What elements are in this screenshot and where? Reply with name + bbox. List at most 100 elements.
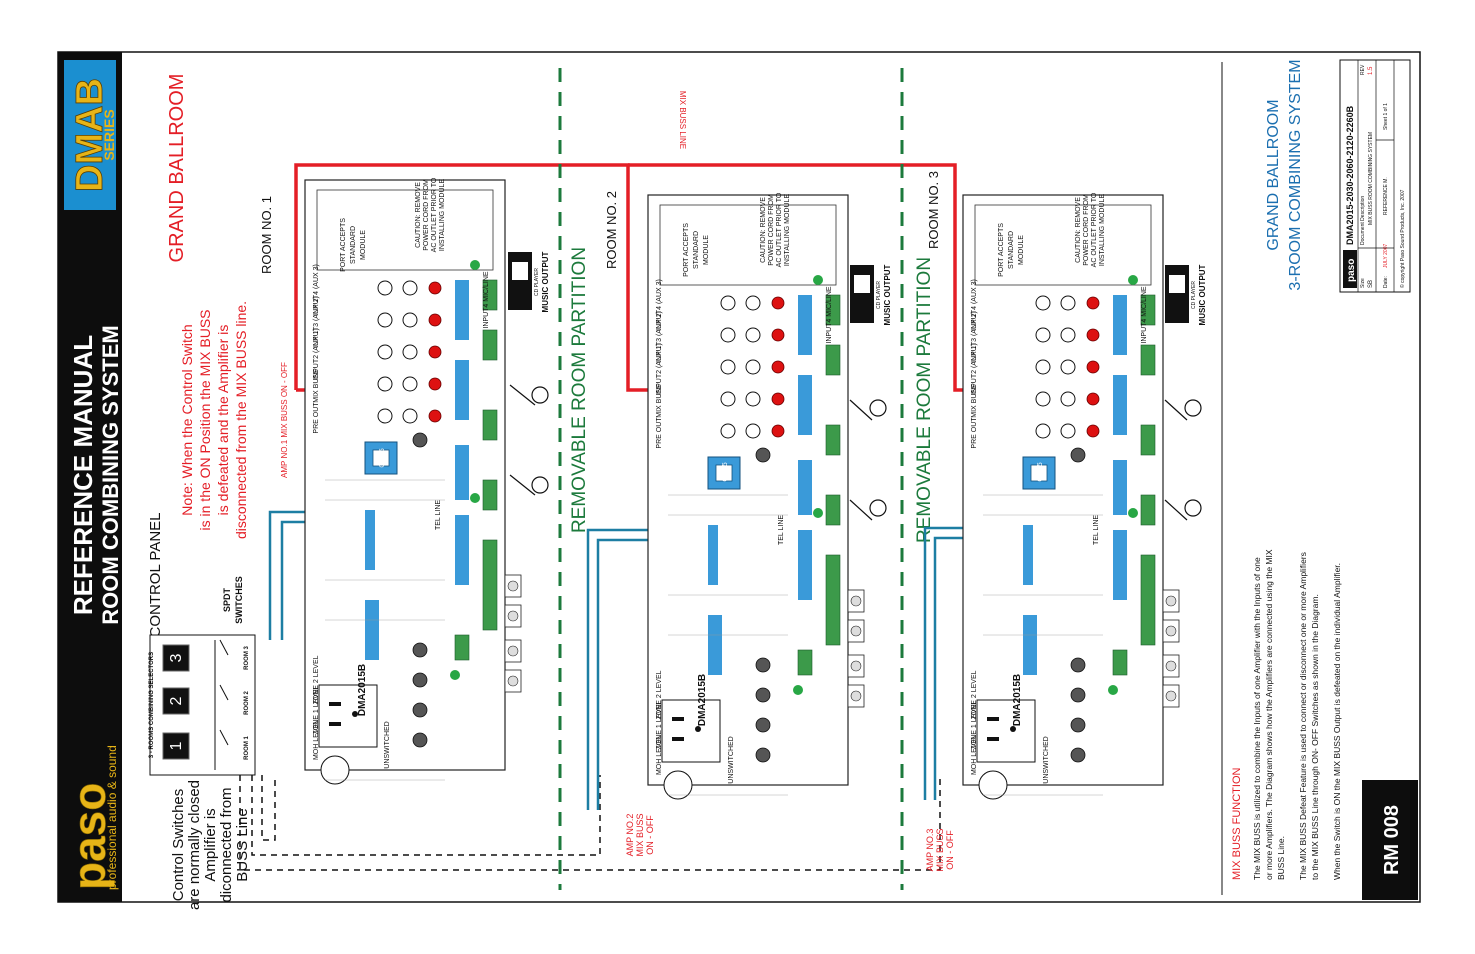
control-switch-note: Control Switches are normally closed Amp… [170, 780, 251, 910]
svg-text:INPUT3 (AUX 2): INPUT3 (AUX 2) [971, 311, 978, 363]
svg-text:AMP NO.2: AMP NO.2 [625, 814, 635, 857]
svg-text:MIX BUSS ROOM COMBINING SYSTEM: MIX BUSS ROOM COMBINING SYSTEM [1368, 132, 1374, 225]
svg-text:or more Amplifiers. The Diagra: or more Amplifiers. The Diagram shows ho… [1264, 549, 1274, 880]
amp-panel-room-3: DMA2015B PORT ACCEPTS STANDARD MODULE CA… [962, 192, 1164, 800]
note-block: Note: When the Control Switch is in the … [179, 301, 249, 539]
svg-text:ZONE 2 LEVEL: ZONE 2 LEVEL [313, 655, 320, 704]
selector-button-1[interactable] [162, 732, 190, 760]
svg-text:INPUT4 (AUX 3): INPUT4 (AUX 3) [656, 279, 663, 331]
svg-text:MIX BUSS FUNCTION: MIX BUSS FUNCTION [1231, 767, 1243, 880]
svg-text:INPUT4 (AUX 3): INPUT4 (AUX 3) [313, 264, 320, 316]
svg-text:STANDARD: STANDARD [1008, 231, 1015, 269]
svg-text:ROOM 2: ROOM 2 [244, 691, 250, 715]
svg-text:Control Switches: Control Switches [170, 789, 187, 902]
svg-text:PORT ACCEPTS: PORT ACCEPTS [683, 223, 690, 277]
svg-text:AC OUTLET PRIOR TO: AC OUTLET PRIOR TO [776, 192, 783, 267]
amp-3-label: AMP NO.3 MIX BUSS ON - OFF [925, 828, 955, 871]
svg-text:© copyright Paso Sound Product: © copyright Paso Sound Products, Inc. 20… [1399, 189, 1406, 288]
svg-text:MOH LEVEL: MOH LEVEL [971, 735, 978, 775]
svg-text:Amplifier is: Amplifier is [202, 808, 219, 881]
svg-text:ROOM 3: ROOM 3 [244, 646, 250, 670]
svg-text:Sheet 1 of 1: Sheet 1 of 1 [1383, 103, 1389, 130]
selector-button-3[interactable] [162, 644, 190, 672]
svg-text:1.5: 1.5 [1368, 66, 1374, 75]
svg-text:TEL LINE: TEL LINE [435, 500, 442, 530]
spdt-label: SPDT [222, 588, 232, 613]
svg-text:TEL LINE: TEL LINE [778, 515, 785, 545]
svg-text:ON - OFF: ON - OFF [645, 815, 655, 855]
right-title-line-2: 3-ROOM COMBINING SYSTEM [1287, 59, 1304, 290]
svg-text:SB: SB [1368, 280, 1374, 288]
svg-text:The MIX BUSS is utilized to co: The MIX BUSS is utilized to combine the … [1252, 557, 1262, 880]
svg-text:ZONE 1 LEVEL: ZONE 1 LEVEL [971, 700, 978, 749]
svg-text:INPUT4 MIC/LINE: INPUT4 MIC/LINE [483, 271, 490, 329]
svg-text:ZONE 1 LEVEL: ZONE 1 LEVEL [313, 685, 320, 734]
svg-text:CAT 5: CAT 5 [1037, 462, 1044, 481]
svg-text:POWER CORD FROM: POWER CORD FROM [1083, 194, 1090, 266]
svg-text:Size: Size [1360, 278, 1366, 288]
svg-text:The MIX BUSS Defeat Feature is: The MIX BUSS Defeat Feature is used to c… [1298, 552, 1308, 880]
svg-text:POWER CORD FROM: POWER CORD FROM [423, 179, 430, 251]
svg-text:MODULE: MODULE [360, 230, 367, 260]
svg-text:Note: When the Control Switch: Note: When the Control Switch [179, 324, 195, 515]
amp-2-label: AMP NO.2 MIX BUSS ON - OFF [625, 813, 655, 856]
title-line-2: ROOM COMBINING SYSTEM [98, 325, 123, 624]
svg-text:INPUT4 MIC/LINE: INPUT4 MIC/LINE [1141, 286, 1148, 344]
svg-text:MOH LEVEL: MOH LEVEL [313, 720, 320, 760]
control-panel-label: CONTROL PANEL [147, 512, 164, 637]
svg-text:PRE OUT: PRE OUT [656, 417, 663, 449]
svg-text:ROOM 1: ROOM 1 [244, 736, 250, 760]
svg-text:UNSWITCHED: UNSWITCHED [728, 736, 735, 783]
cd-player-room-1: MUSIC OUTPUT CD PLAYER [508, 251, 550, 312]
svg-text:MIX BUSS: MIX BUSS [935, 828, 945, 871]
svg-text:MUSIC OUTPUT: MUSIC OUTPUT [1198, 264, 1207, 325]
svg-text:2: 2 [168, 696, 185, 705]
svg-text:MODULE: MODULE [703, 235, 710, 265]
svg-text:INPUT4 (AUX 3): INPUT4 (AUX 3) [971, 279, 978, 331]
svg-text:3 - ROOMS COMBINING SELECTORS: 3 - ROOMS COMBINING SELECTORS [149, 652, 155, 758]
svg-text:diconnected from: diconnected from [218, 787, 235, 902]
svg-text:1: 1 [168, 741, 185, 750]
svg-text:CD PLAYER: CD PLAYER [1191, 281, 1197, 309]
paso-logo: paso [63, 783, 115, 890]
amp-1-label: AMP NO.1 MIX BUSS ON - OFF [280, 362, 289, 478]
svg-text:ON - OFF: ON - OFF [945, 830, 955, 870]
selector-button-2[interactable] [162, 687, 190, 715]
svg-text:MIX BUSS: MIX BUSS [313, 369, 320, 403]
partition-label-1: REMOVABLE ROOM PARTITION [569, 247, 590, 533]
svg-text:RM 008: RM 008 [1381, 805, 1403, 875]
svg-text:REV: REV [1360, 64, 1366, 75]
paso-tagline: professional audio & sound [105, 745, 119, 890]
svg-text:to the MIX BUSS Line through O: to the MIX BUSS Line through ON- OFF Swi… [1310, 594, 1320, 880]
mix-buss-function: MIX BUSS FUNCTION The MIX BUSS is utiliz… [1231, 549, 1342, 880]
page-code-box: RM 008 [1362, 780, 1418, 900]
svg-text:are normally closed: are normally closed [186, 780, 203, 910]
svg-text:INPUT2 (AUX 1): INPUT2 (AUX 1) [313, 328, 320, 380]
svg-text:MODULE: MODULE [1018, 235, 1025, 265]
mix-buss-line-label: MIX BUSS LINE [678, 91, 687, 149]
svg-text:CD PLAYER: CD PLAYER [876, 281, 882, 309]
svg-text:MIX BUSS: MIX BUSS [635, 813, 645, 856]
room-3-label: ROOM NO. 3 [926, 171, 941, 249]
right-title-line-1: GRAND BALLROOM [1265, 99, 1282, 250]
svg-text:TEL LINE: TEL LINE [1093, 515, 1100, 545]
title-block: paso DMA2015-2030-2060-2120-2260B REV 1.… [1339, 59, 1411, 293]
series-badge-bottom: SERIES [101, 109, 117, 160]
control-blue-wires [268, 510, 970, 810]
svg-text:PORT ACCEPTS: PORT ACCEPTS [998, 223, 1005, 277]
partition-label-2: REMOVABLE ROOM PARTITION [914, 257, 935, 543]
svg-text:BUSS Line.: BUSS Line. [1276, 836, 1286, 880]
svg-text:DMA2015B: DMA2015B [697, 674, 708, 726]
amp-panel-room-2: DMA2015B PORT ACCEPTS STANDARD MODULE CA… [647, 192, 849, 800]
svg-text:paso: paso [1346, 259, 1357, 282]
svg-text:When the Switch is ON the MIX: When the Switch is ON the MIX BUSS Outpu… [1332, 563, 1342, 880]
svg-text:AMP NO.3: AMP NO.3 [925, 829, 935, 872]
svg-text:MIX BUSS: MIX BUSS [971, 384, 978, 418]
svg-text:MUSIC OUTPUT: MUSIC OUTPUT [541, 251, 550, 312]
svg-text:MIX BUSS: MIX BUSS [656, 384, 663, 418]
svg-text:CAT 5: CAT 5 [722, 462, 729, 481]
series-badge-top: DMAB [69, 78, 111, 192]
svg-text:CAUTION: REMOVE: CAUTION: REMOVE [1075, 197, 1082, 263]
svg-text:ZONE 2 LEVEL: ZONE 2 LEVEL [971, 670, 978, 719]
